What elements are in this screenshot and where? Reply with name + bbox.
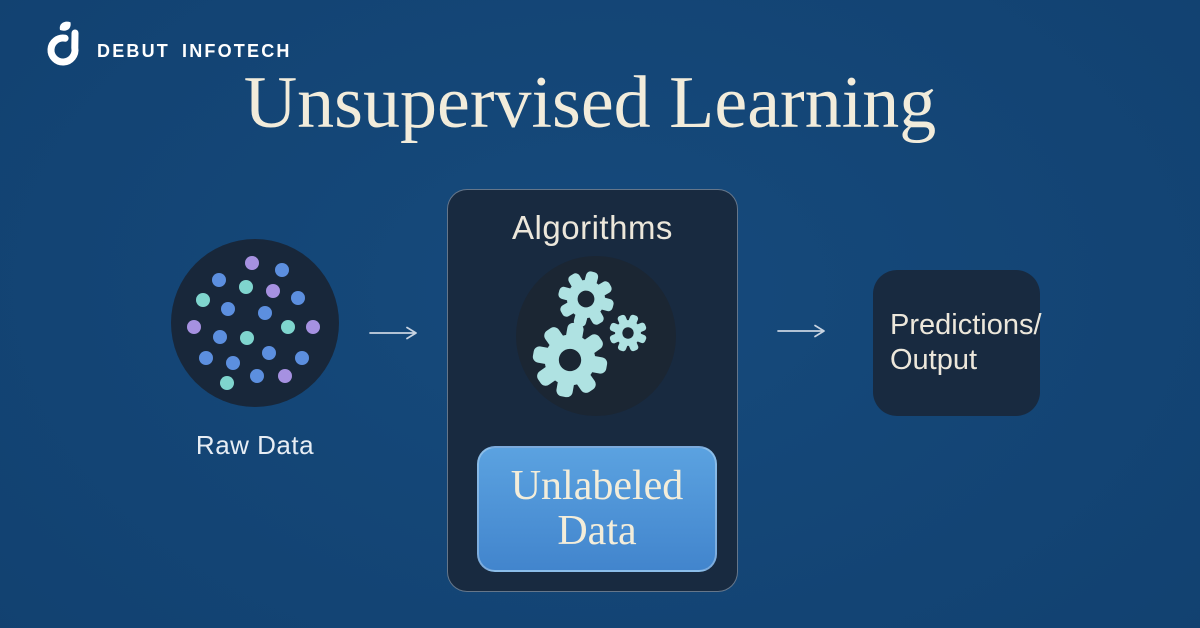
data-dot: [196, 293, 210, 307]
data-dot: [258, 306, 272, 320]
flow-arrow-icon: [369, 326, 417, 340]
data-dot: [250, 369, 264, 383]
brand-logo: DEBUT INFOTECH: [46, 20, 292, 68]
data-dot: [187, 320, 201, 334]
brand-text: DEBUT INFOTECH: [97, 27, 292, 62]
unlabeled-data-line1: Unlabeled: [510, 462, 684, 509]
data-dot: [291, 291, 305, 305]
brand-word-2: INFOTECH: [182, 40, 292, 61]
unlabeled-data-line2: Data: [557, 508, 637, 554]
data-dot: [275, 263, 289, 277]
algorithms-panel: Algorithms: [447, 189, 738, 592]
raw-data-label: Raw Data: [195, 430, 315, 460]
data-dot: [295, 351, 309, 365]
gears-icon: [526, 264, 653, 404]
data-dot: [221, 302, 235, 316]
data-dot: [226, 356, 240, 370]
data-dot: [281, 320, 295, 334]
data-dot: [245, 256, 259, 270]
unlabeled-data-button: Unlabeled Data: [477, 446, 717, 572]
data-dot: [199, 351, 213, 365]
predictions-label-line1: Predictions/: [890, 309, 1042, 341]
data-dot: [240, 331, 254, 345]
algorithms-label: Algorithms: [512, 209, 673, 246]
predictions-output-panel: Predictions/ Output: [873, 270, 1042, 416]
brand-word-1: DEBUT: [97, 40, 170, 61]
data-dot: [266, 284, 280, 298]
raw-data-circle: [171, 239, 339, 407]
page-title: Unsupervised Learning: [243, 62, 937, 144]
data-dot: [278, 369, 292, 383]
data-dot: [212, 273, 226, 287]
data-dot: [239, 280, 253, 294]
data-dot: [306, 320, 320, 334]
data-dot: [213, 330, 227, 344]
predictions-label-line2: Output: [890, 344, 978, 376]
debut-infotech-logo-icon: [47, 21, 79, 66]
flow-arrow-icon: [777, 324, 825, 338]
data-dot: [262, 346, 276, 360]
data-dot: [220, 376, 234, 390]
gear-circle: [516, 256, 676, 416]
